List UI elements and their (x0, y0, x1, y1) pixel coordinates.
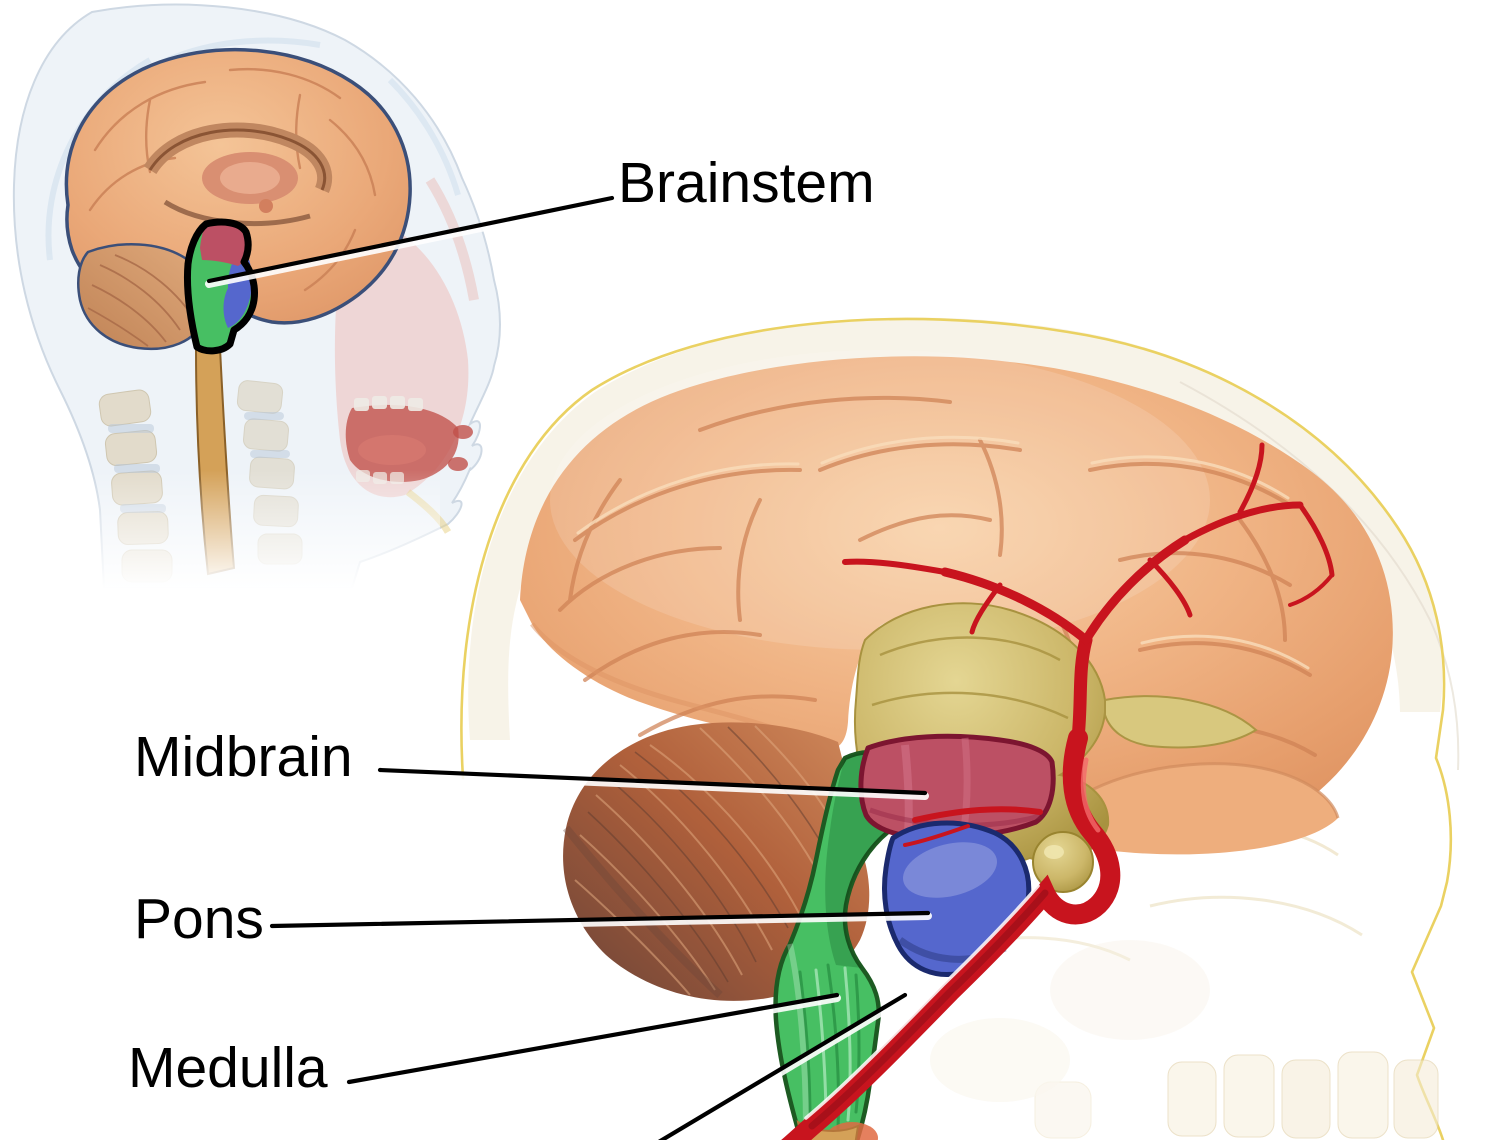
label-midbrain: Midbrain (134, 725, 353, 789)
ghost-face-bones (930, 745, 1439, 1139)
leader-line-brainstem (205, 195, 616, 288)
leader-lines (205, 195, 932, 1140)
label-pons: Pons (134, 887, 264, 951)
hippocampal-horn (1104, 695, 1258, 749)
leader-line-midbrain (376, 767, 929, 800)
basilar-vertebral-artery (781, 728, 1121, 1140)
temporal-pole (1032, 763, 1338, 855)
brainstem-inset (183, 218, 258, 355)
leader-line-pons (268, 910, 932, 933)
inset-head-illustration (0, 3, 501, 610)
ghost-skull (460, 317, 1460, 1140)
cerebrum-gyri (558, 395, 1317, 757)
skull-outline (460, 317, 1453, 1140)
cerebrum-gyri-highlights (576, 435, 1310, 670)
tongue (358, 435, 426, 465)
arteries (781, 442, 1335, 1140)
main-brain-illustration (460, 317, 1460, 1140)
leader-line-medulla (345, 992, 841, 1089)
cerebral-artery-branches (842, 442, 1335, 847)
inset-pons-fill (223, 250, 253, 328)
inset-midbrain-fill (200, 222, 249, 266)
label-brainstem: Brainstem (618, 151, 875, 215)
inset-brainstem-outline (183, 218, 258, 355)
leader-line-cropped-bottom (657, 992, 909, 1140)
label-medulla: Medulla (128, 1036, 328, 1100)
inset-brain (64, 47, 412, 351)
ghost-skin-outline (1179, 381, 1460, 771)
inset-fade (0, 470, 440, 610)
